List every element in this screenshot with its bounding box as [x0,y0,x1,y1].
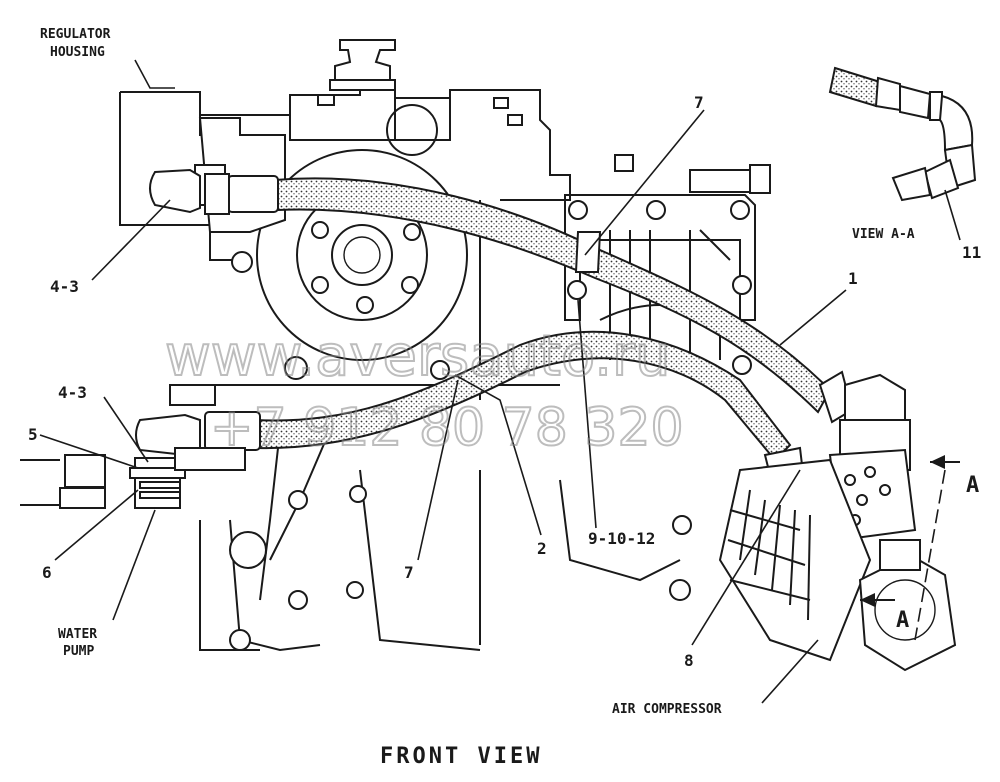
water-pump-fitting [20,384,246,509]
block-bolts [229,485,692,651]
leader-lines [39,109,961,704]
view-aa-detail [828,66,977,202]
regulator-leader [134,59,175,89]
section-a-bottom: A [896,608,909,633]
label-regulator-housing-2: HOUSING [50,45,105,60]
cover-plate [564,154,771,375]
callout-4-3-left: 4-3 [50,277,79,296]
label-air-compressor: AIR COMPRESSOR [612,702,722,717]
callout-8: 8 [684,651,694,670]
callout-1: 1 [848,269,858,288]
callout-6: 6 [42,563,52,582]
label-water-pump-1: WATER [58,627,97,642]
section-a-top: A [966,473,979,498]
callout-9-10-12: 9-10-12 [588,529,655,548]
callout-7-bottom: 7 [404,563,414,582]
callout-4-3-pump: 4-3 [58,383,87,402]
label-water-pump-2: PUMP [63,644,94,659]
callout-11: 11 [962,243,981,262]
callout-7-top: 7 [694,93,704,112]
section-cut-line [860,455,960,641]
label-view-aa: VIEW A-A [852,227,915,242]
label-front-view: FRONT VIEW [380,744,542,769]
air-compressor [718,373,957,672]
label-regulator-housing-1: REGULATOR [40,27,111,42]
filler-cap [317,39,523,126]
callout-5: 5 [28,425,38,444]
callout-2: 2 [537,539,547,558]
watermark-phone: +7 912 80 78 320 [210,398,684,458]
watermark-site: www.aversauto.ru [165,324,671,389]
